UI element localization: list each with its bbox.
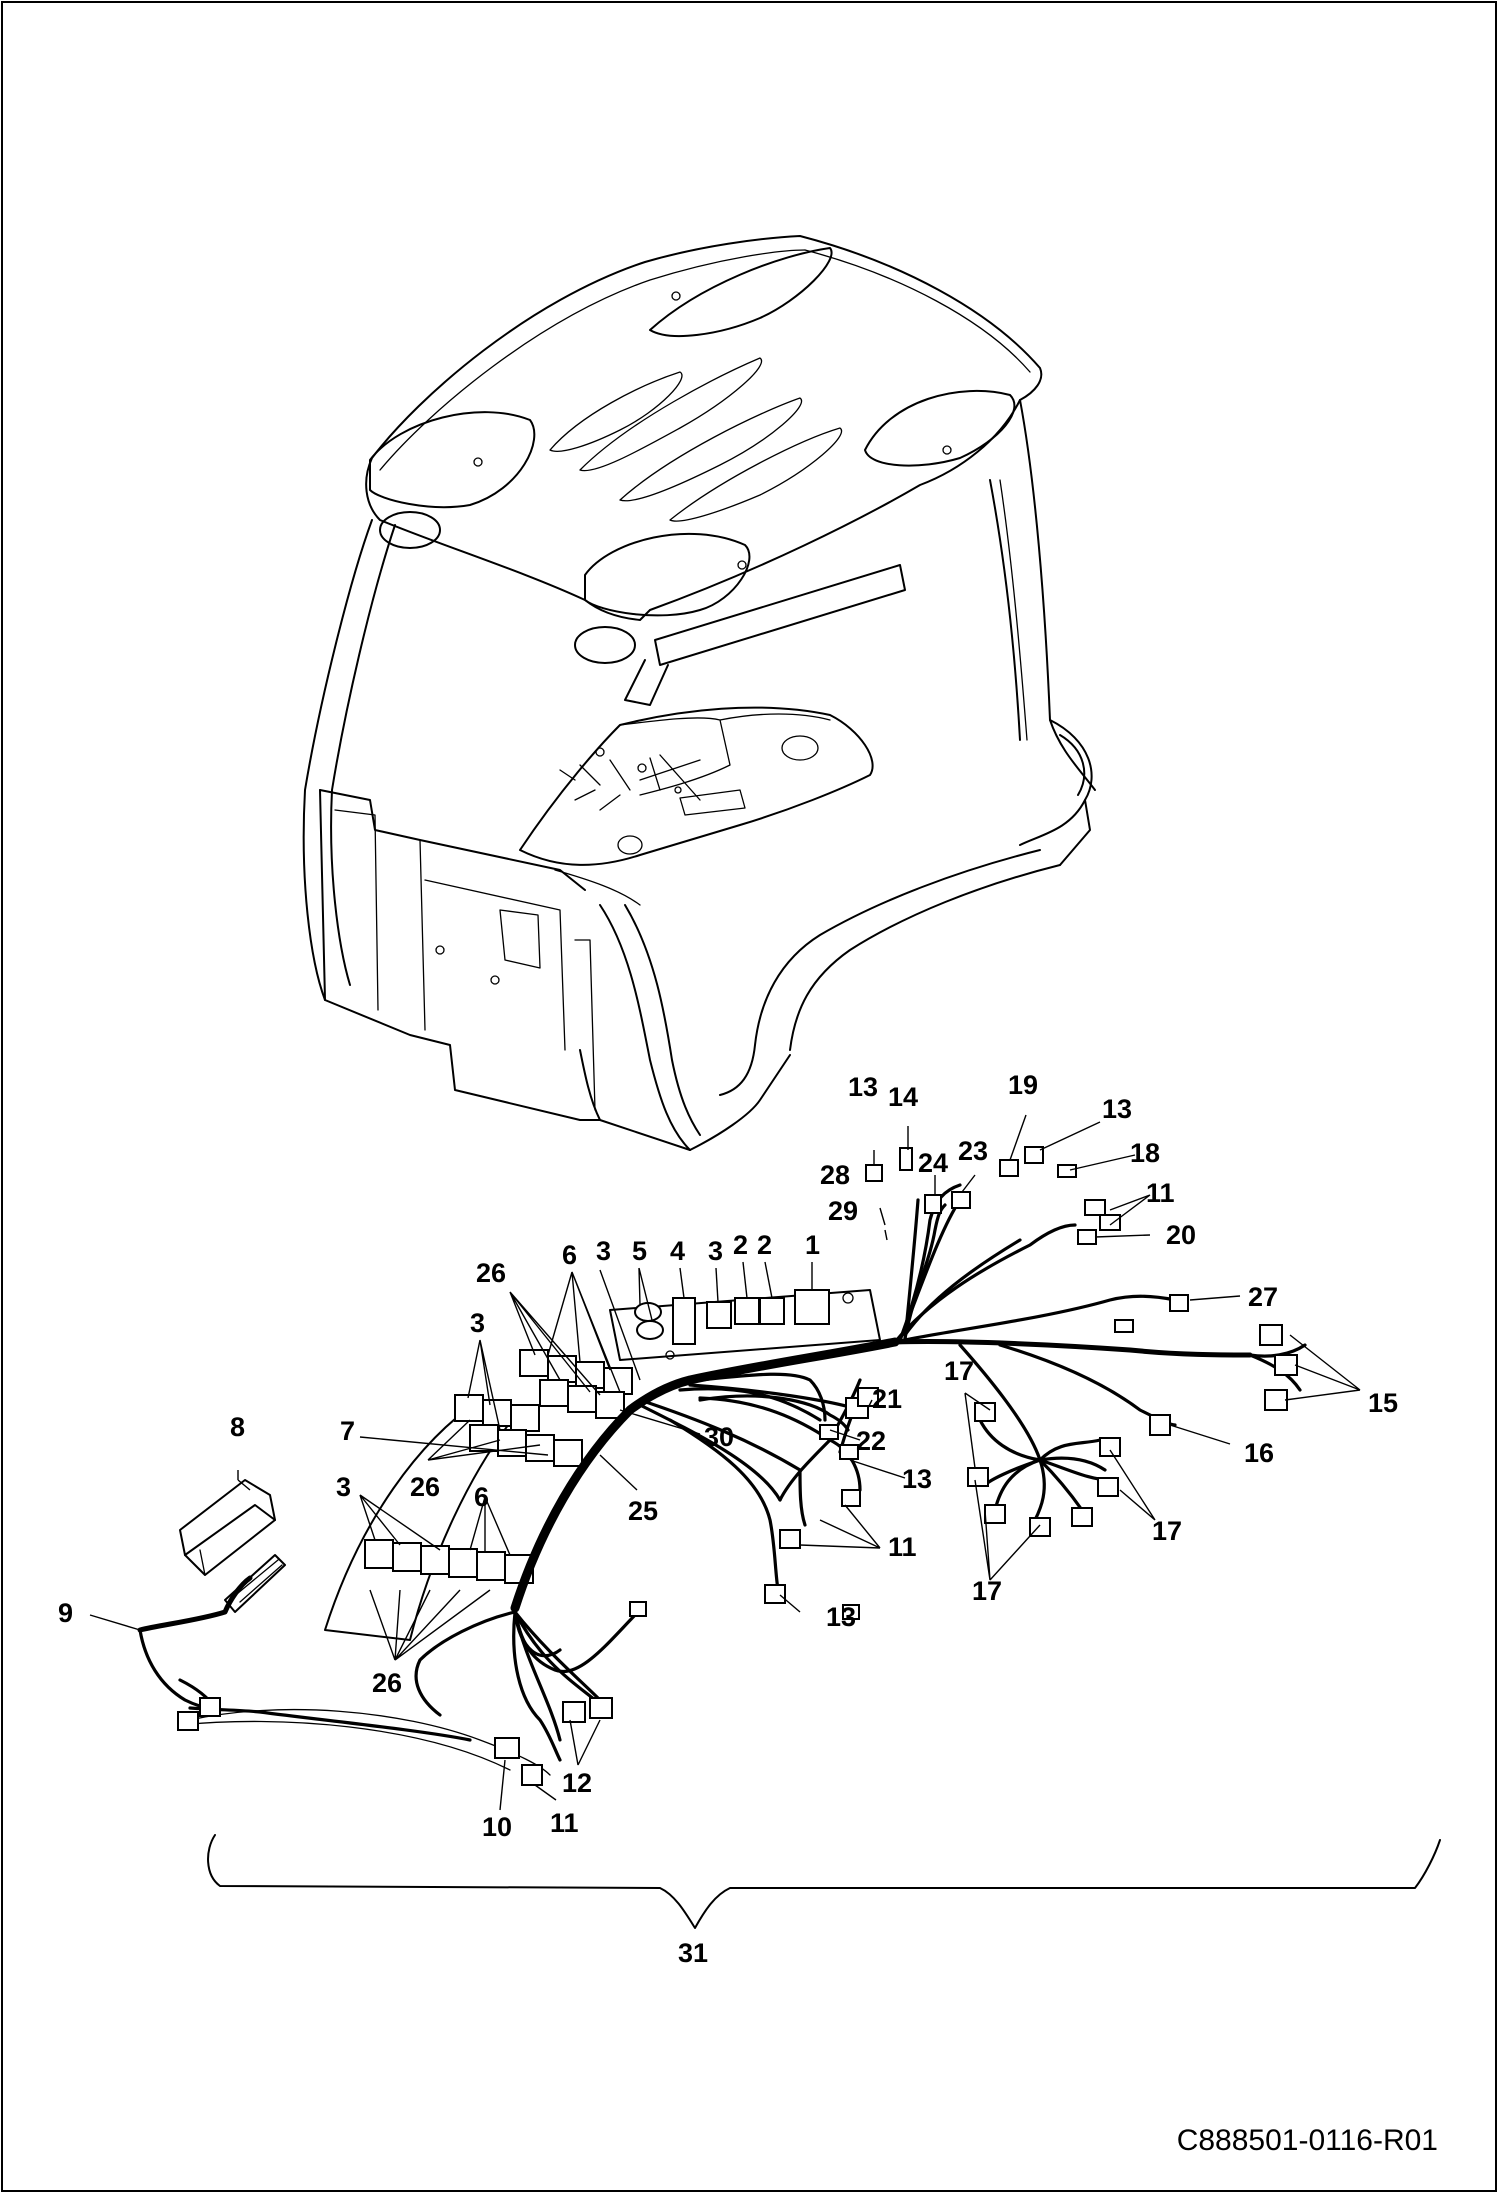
callout-17: 17 (972, 1576, 1002, 1606)
callout-3: 3 (470, 1308, 485, 1338)
callout-3: 3 (596, 1236, 611, 1266)
assembly-bracket (207, 1834, 1441, 1929)
callout-21: 21 (872, 1384, 902, 1414)
wiring-harness (137, 1146, 1307, 1786)
callout-18: 18 (1130, 1138, 1160, 1168)
control-module (179, 1479, 286, 1613)
callout-16: 16 (1244, 1438, 1274, 1468)
callout-26: 26 (410, 1472, 440, 1502)
callout-25: 25 (628, 1496, 658, 1526)
callout-23: 23 (958, 1136, 988, 1166)
callout-7: 7 (340, 1416, 355, 1446)
callout-29: 29 (828, 1196, 858, 1226)
callout-10: 10 (482, 1812, 512, 1842)
callout-11: 11 (550, 1808, 579, 1838)
callout-19: 19 (1008, 1070, 1038, 1100)
harness-main-trunk (510, 1337, 900, 1613)
callout-28: 28 (820, 1160, 850, 1190)
callout-6: 6 (562, 1240, 577, 1270)
callout-27: 27 (1248, 1282, 1278, 1312)
callout-14: 14 (888, 1082, 918, 1112)
callout-17: 17 (1152, 1516, 1182, 1546)
callout-31: 31 (678, 1938, 708, 1968)
callout-13: 13 (848, 1072, 878, 1102)
relay-blocks-lower (364, 1539, 534, 1584)
callout-17: 17 (944, 1356, 974, 1386)
callout-3: 3 (336, 1472, 351, 1502)
callout-12: 12 (562, 1768, 592, 1798)
cab-illustration (302, 235, 1096, 1151)
callout-3: 3 (708, 1236, 723, 1266)
callout-15: 15 (1368, 1388, 1398, 1418)
callout-11: 11 (1146, 1178, 1175, 1208)
callout-2: 2 (733, 1230, 748, 1260)
harness-connectors (177, 1146, 1298, 1786)
callout-1: 1 (805, 1230, 820, 1260)
callout-26: 26 (372, 1668, 402, 1698)
callout-2: 2 (757, 1230, 772, 1260)
callout-20: 20 (1166, 1220, 1196, 1250)
callout-13: 13 (1102, 1094, 1132, 1124)
callout-24: 24 (918, 1148, 948, 1178)
callout-8: 8 (230, 1412, 245, 1442)
callout-13: 13 (902, 1464, 932, 1494)
callout-5: 5 (632, 1236, 647, 1266)
callout-4: 4 (670, 1236, 685, 1266)
callout-9: 9 (58, 1598, 73, 1628)
callout-30: 30 (704, 1422, 734, 1452)
drawing-id: C888501-0116-R01 (1177, 2124, 1438, 2157)
leader-lines (89, 1114, 1441, 1929)
callout-labels: 13 14 19 13 18 24 23 28 29 11 20 5 4 3 2… (58, 1070, 1398, 1968)
fuse-relay-row (634, 1289, 854, 1360)
callout-26: 26 (476, 1258, 506, 1288)
callout-11: 11 (888, 1532, 917, 1562)
callout-6: 6 (474, 1482, 489, 1512)
callout-22: 22 (856, 1426, 886, 1456)
callout-13: 13 (826, 1602, 856, 1632)
